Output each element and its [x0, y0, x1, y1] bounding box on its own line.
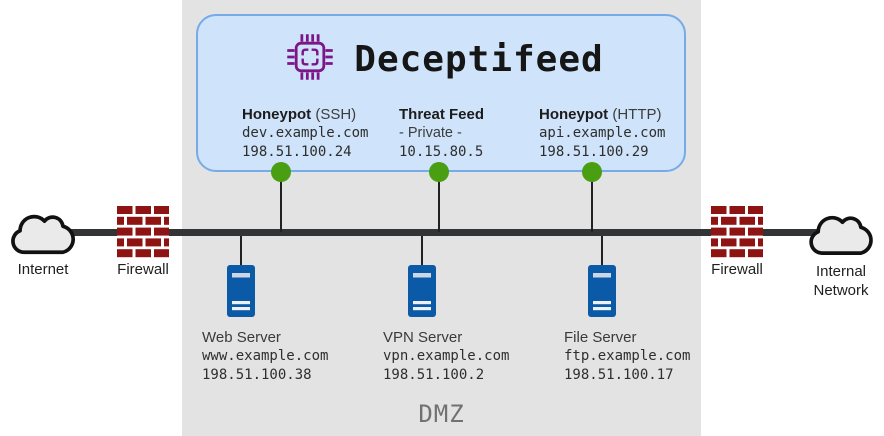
server-hostname: ftp.example.com: [564, 348, 691, 364]
server-line-vpn: [421, 236, 423, 266]
server-label-web: Web Server www.example.com 198.51.100.38: [202, 328, 328, 385]
brand-row: Deceptifeed: [198, 28, 684, 90]
server-ip: 198.51.100.38: [202, 367, 312, 383]
node-privacy: - Private -: [399, 125, 462, 141]
server-name: VPN Server: [383, 329, 463, 346]
node-ip: 198.51.100.29: [539, 144, 649, 160]
dmz-zone-label: DMZ: [418, 400, 465, 428]
network-backbone-line: [42, 229, 842, 236]
tap-line-threat-feed: [438, 172, 440, 232]
node-title-bold: Threat Feed: [399, 106, 485, 123]
server-line-web: [240, 236, 242, 266]
cloud-icon-internal-network: [802, 209, 880, 259]
deceptifeed-panel: Deceptifeed Honeypot (SSH) dev.example.c…: [196, 14, 686, 172]
server-hostname: vpn.example.com: [383, 348, 510, 364]
connection-dot: [271, 162, 291, 182]
node-title-bold: Honeypot: [242, 106, 312, 123]
node-title: Honeypot (SSH): [242, 105, 368, 124]
connection-dot: [429, 162, 449, 182]
node-title-suffix: (HTTP): [608, 106, 662, 123]
node-title: Threat Feed: [399, 105, 484, 124]
tap-line-honeypot-http: [591, 172, 593, 232]
firewall-icon-left: [117, 206, 169, 258]
server-icon-vpn: [408, 265, 436, 317]
node-title: Honeypot (HTTP): [539, 105, 665, 124]
node-ip: 10.15.80.5: [399, 144, 484, 160]
node-title-bold: Honeypot: [539, 106, 609, 123]
server-name: Web Server: [202, 329, 281, 346]
firewall-left-label: Firewall: [117, 261, 169, 278]
firewall-icon-right: [711, 206, 763, 258]
chip-icon: [284, 31, 336, 88]
firewall-right-label: Firewall: [711, 261, 763, 278]
connection-dot: [582, 162, 602, 182]
internet-label: Internet: [17, 261, 69, 278]
server-label-file: File Server ftp.example.com 198.51.100.1…: [564, 328, 690, 385]
server-ip: 198.51.100.17: [564, 367, 674, 383]
node-hostname: dev.example.com: [242, 125, 369, 141]
server-icon-web: [227, 265, 255, 317]
app-title: Deceptifeed: [354, 38, 604, 80]
feed-node-honeypot-http: Honeypot (HTTP) api.example.com 198.51.1…: [539, 105, 665, 162]
tap-line-honeypot-ssh: [280, 172, 282, 232]
server-label-vpn: VPN Server vpn.example.com 198.51.100.2: [383, 328, 509, 385]
server-ip: 198.51.100.2: [383, 367, 485, 383]
server-name: File Server: [564, 329, 637, 346]
internal-network-line2: Network: [813, 282, 869, 299]
cloud-icon-internet: [6, 207, 80, 259]
feed-node-threat-feed: Threat Feed - Private - 10.15.80.5: [399, 105, 484, 162]
server-hostname: www.example.com: [202, 348, 329, 364]
server-icon-file: [588, 265, 616, 317]
server-line-file: [601, 236, 603, 266]
internal-network-line1: Internal: [815, 263, 867, 280]
node-hostname: api.example.com: [539, 125, 666, 141]
feed-node-honeypot-ssh: Honeypot (SSH) dev.example.com 198.51.10…: [242, 105, 368, 162]
node-title-suffix: (SSH): [311, 106, 357, 123]
node-ip: 198.51.100.24: [242, 144, 352, 160]
internal-network-label: Internal Network: [800, 262, 882, 300]
